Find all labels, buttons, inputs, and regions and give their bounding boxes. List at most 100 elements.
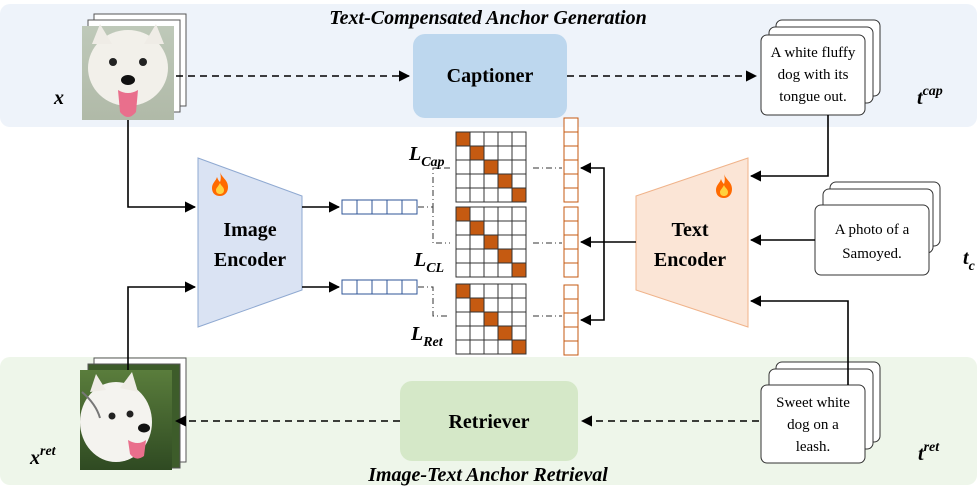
captioner-label: Captioner bbox=[447, 65, 534, 87]
matrix-cell bbox=[483, 283, 499, 299]
matrix-cell bbox=[455, 187, 471, 203]
matrix-cell bbox=[455, 234, 471, 250]
matrix-cell bbox=[511, 283, 527, 299]
class-line-2: Samoyed. bbox=[842, 246, 902, 262]
matrix-cell bbox=[469, 248, 485, 264]
captioner-box bbox=[413, 34, 567, 118]
matrix-diag-cell bbox=[511, 262, 527, 278]
loss-cap-label: LCap bbox=[408, 143, 445, 170]
vector-cell bbox=[563, 262, 579, 278]
matrix-cell bbox=[511, 311, 527, 327]
matrix-diag-cell bbox=[497, 325, 513, 341]
top-band-title: Text-Compensated Anchor Generation bbox=[329, 7, 646, 29]
vector-cell bbox=[563, 284, 579, 300]
vector-cell bbox=[563, 187, 579, 203]
vector-cell bbox=[563, 131, 579, 147]
vector-cell bbox=[563, 206, 579, 222]
vector-cell bbox=[356, 279, 373, 295]
matrix-cell bbox=[497, 159, 513, 175]
flame-icon bbox=[716, 174, 732, 198]
text-feature-vector-ret bbox=[563, 284, 579, 356]
vector-cell bbox=[401, 279, 418, 295]
matrix-cell bbox=[469, 311, 485, 327]
matrix-diag-cell bbox=[469, 145, 485, 161]
vector-cell bbox=[563, 159, 579, 175]
matrix-cell bbox=[483, 131, 499, 147]
retrieved-samoyed-image bbox=[80, 370, 172, 470]
matrix-diag-cell bbox=[483, 234, 499, 250]
matrix-cell bbox=[497, 234, 513, 250]
similarity-matrix-cl bbox=[455, 206, 527, 278]
matrix-cell bbox=[511, 131, 527, 147]
matrix-cell bbox=[483, 248, 499, 264]
image-encoder-line-2: Encoder bbox=[214, 249, 286, 271]
matrix-cell bbox=[497, 145, 513, 161]
vector-cell bbox=[563, 173, 579, 189]
vector-cell bbox=[401, 199, 418, 215]
matrix-cell bbox=[511, 297, 527, 313]
flame-icon bbox=[212, 172, 228, 196]
matrix-cell bbox=[497, 206, 513, 222]
caption-line-2: dog with its bbox=[778, 67, 849, 83]
text-feature-vector-cap bbox=[563, 117, 579, 203]
vector-cell bbox=[371, 279, 388, 295]
ret-line-2: dog on a bbox=[787, 417, 839, 433]
matrix-cell bbox=[511, 248, 527, 264]
matrix-cell bbox=[497, 339, 513, 355]
text-encoder-line-1: Text bbox=[671, 219, 708, 241]
retriever-label: Retriever bbox=[448, 411, 529, 433]
vector-cell bbox=[371, 199, 388, 215]
matrix-cell bbox=[497, 220, 513, 236]
matrix-cell bbox=[511, 159, 527, 175]
vector-cell bbox=[563, 248, 579, 264]
ret-line-1: Sweet white bbox=[776, 395, 850, 411]
image-feature-vector-1 bbox=[341, 199, 418, 215]
matrix-cell bbox=[469, 173, 485, 189]
matrix-diag-cell bbox=[483, 159, 499, 175]
matrix-diag-cell bbox=[497, 173, 513, 189]
matrix-cell bbox=[455, 159, 471, 175]
matrix-cell bbox=[483, 297, 499, 313]
x-label: x bbox=[53, 87, 64, 109]
matrix-diag-cell bbox=[469, 297, 485, 313]
loss-cl-label: LCL bbox=[413, 249, 444, 276]
matrix-cell bbox=[497, 131, 513, 147]
dashdot-connectors bbox=[418, 167, 562, 317]
x-ret-label: xret bbox=[29, 444, 57, 469]
matrix-diag-cell bbox=[511, 339, 527, 355]
image-encoder bbox=[197, 157, 303, 328]
text-encoder-line-2: Encoder bbox=[654, 249, 726, 271]
class-text-stack: A photo of a Samoyed. bbox=[814, 181, 941, 276]
vector-cell bbox=[386, 199, 403, 215]
matrix-cell bbox=[511, 234, 527, 250]
matrix-cell bbox=[469, 339, 485, 355]
matrix-cell bbox=[497, 262, 513, 278]
image-encoder-line-1: Image bbox=[223, 219, 276, 241]
matrix-diag-cell bbox=[483, 311, 499, 327]
retrieved-text-stack: Sweet white dog on a leash. bbox=[760, 361, 881, 464]
matrix-cell bbox=[455, 311, 471, 327]
vector-cell bbox=[563, 117, 579, 133]
t-ret-label: tret bbox=[918, 440, 940, 465]
matrix-cell bbox=[483, 325, 499, 341]
matrix-diag-cell bbox=[469, 220, 485, 236]
samoyed-image bbox=[82, 24, 174, 120]
matrix-cell bbox=[497, 297, 513, 313]
input-image-stack bbox=[82, 13, 187, 120]
similarity-matrix-ret bbox=[455, 283, 527, 355]
vector-cell bbox=[563, 326, 579, 342]
matrix-diag-cell bbox=[511, 187, 527, 203]
matrix-cell bbox=[455, 297, 471, 313]
matrix-cell bbox=[469, 262, 485, 278]
t-c-label: tc bbox=[963, 247, 976, 274]
matrix-cell bbox=[511, 173, 527, 189]
matrix-cell bbox=[455, 145, 471, 161]
bottom-band-title: Image-Text Anchor Retrieval bbox=[367, 464, 608, 486]
vector-cell bbox=[563, 220, 579, 236]
vector-cell bbox=[356, 199, 373, 215]
matrix-cell bbox=[483, 145, 499, 161]
vector-cell bbox=[341, 279, 358, 295]
matrix-cell bbox=[455, 220, 471, 236]
matrix-cell bbox=[483, 339, 499, 355]
matrix-cell bbox=[483, 262, 499, 278]
